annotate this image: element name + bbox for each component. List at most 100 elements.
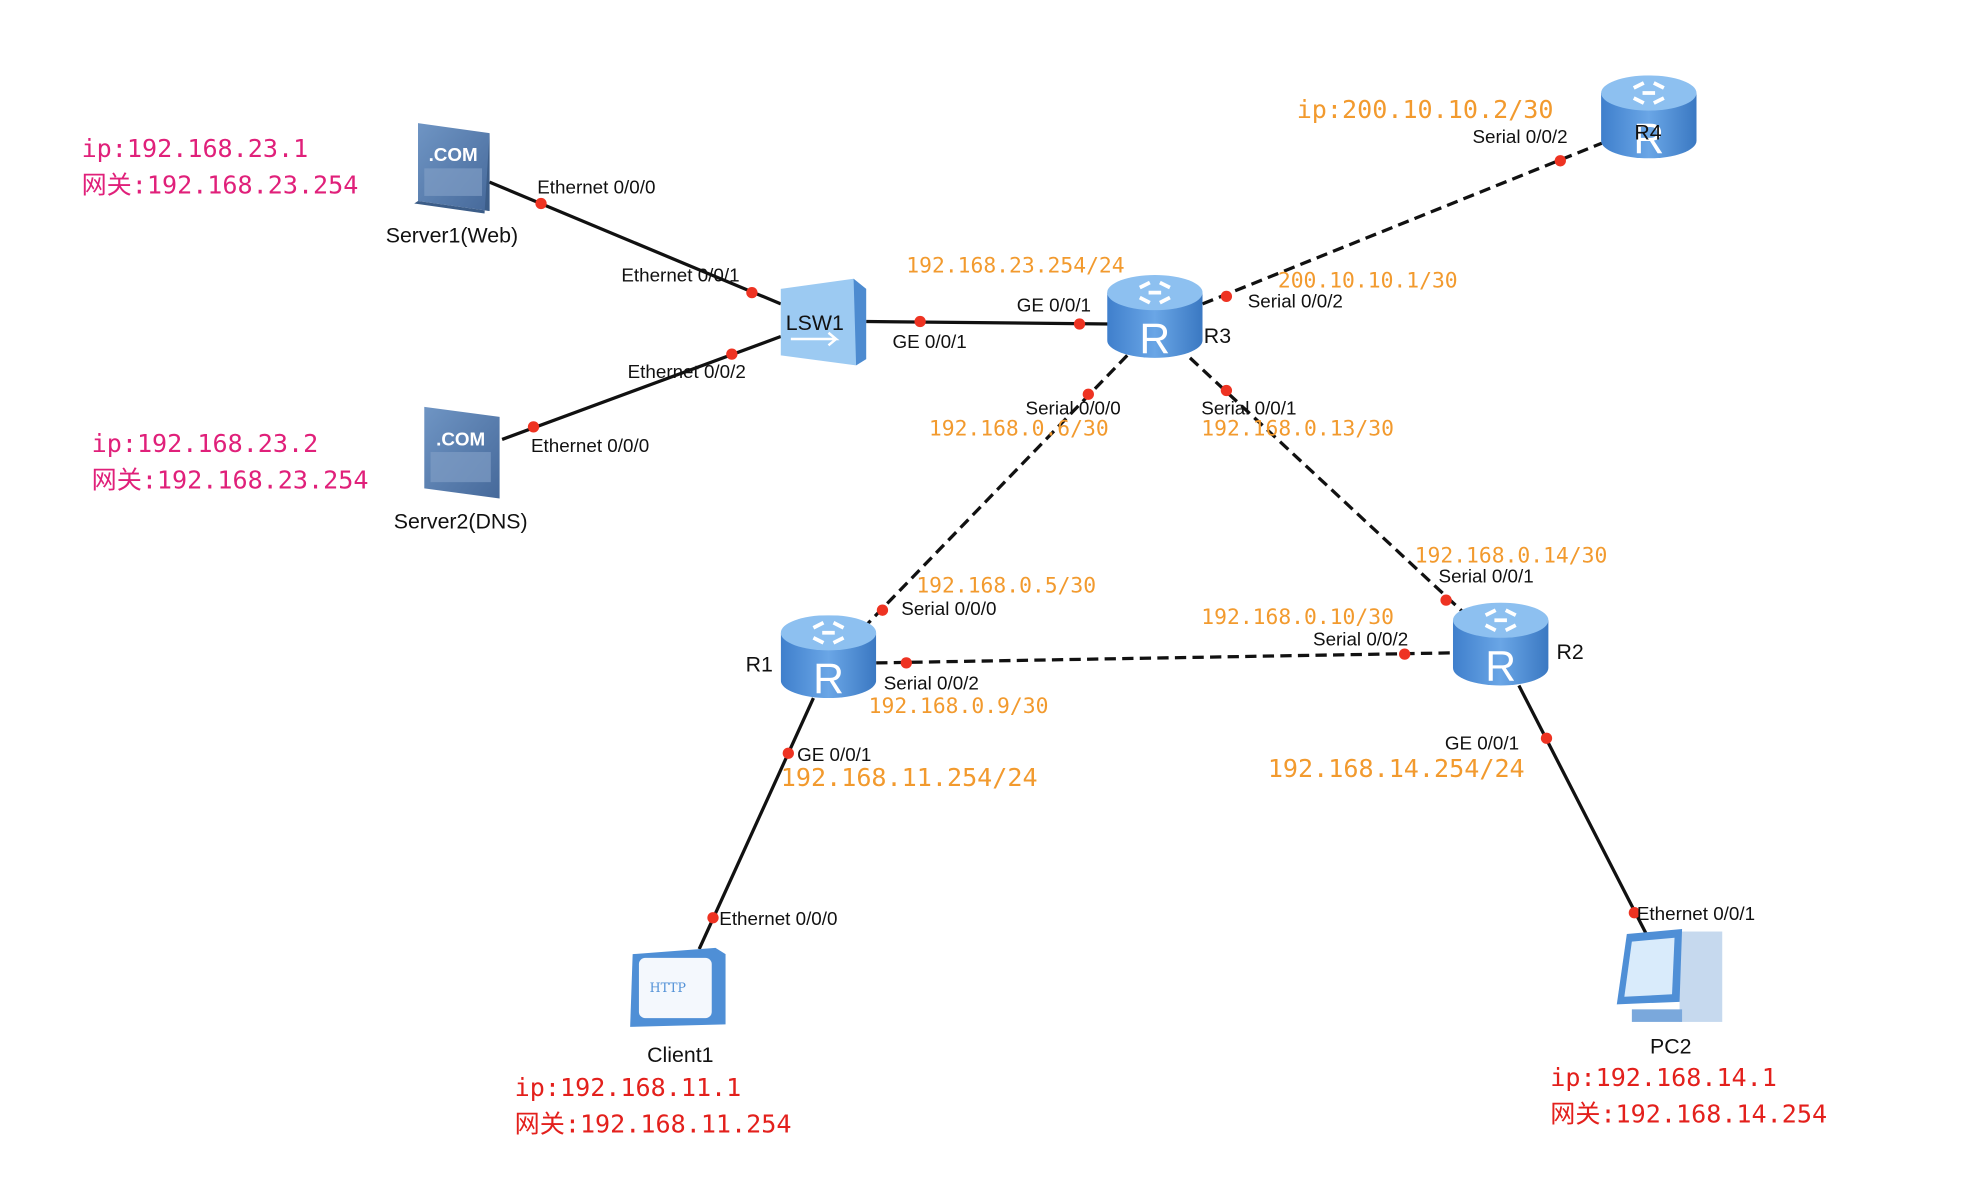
host-ip: ip:192.168.23.1 bbox=[82, 134, 309, 163]
port-label: Serial 0/0/2 bbox=[884, 672, 979, 693]
host-ip: ip:192.168.14.1 bbox=[1550, 1063, 1777, 1092]
server-badge: .COM bbox=[436, 429, 485, 450]
server-com-icon: .COM bbox=[424, 406, 500, 499]
ip-label: 192.168.23.254/24 bbox=[906, 254, 1124, 279]
host-gateway: 网关:192.168.14.254 bbox=[1550, 1099, 1827, 1128]
device-label: R3 bbox=[1204, 324, 1231, 348]
device-r1[interactable]: R1 bbox=[746, 615, 877, 703]
device-r3[interactable]: R3 bbox=[1107, 273, 1231, 363]
link-r1-r2[interactable] bbox=[876, 651, 1454, 665]
ip-label: 192.168.0.10/30 bbox=[1201, 605, 1394, 630]
switch-icon bbox=[780, 278, 867, 366]
port-dot bbox=[746, 286, 758, 299]
http-client-icon: HTTP bbox=[630, 947, 726, 1027]
router-icon bbox=[780, 615, 877, 701]
port-dot bbox=[900, 657, 912, 669]
device-r2[interactable]: R2 bbox=[1452, 602, 1584, 691]
interface-labels: Ethernet 0/0/0 Ethernet 0/0/1 Ethernet 0… bbox=[531, 126, 1755, 929]
port-label: Ethernet 0/0/0 bbox=[531, 435, 649, 456]
device-label: R2 bbox=[1557, 640, 1584, 664]
pc-icon bbox=[1616, 929, 1723, 1022]
link-server1-lsw1[interactable] bbox=[488, 180, 782, 306]
ip-label: 200.10.10.1/30 bbox=[1278, 269, 1458, 294]
ip-label: 192.168.11.254/24 bbox=[781, 763, 1038, 792]
router-icon bbox=[1600, 75, 1698, 161]
host-gateway: 网关:192.168.11.254 bbox=[515, 1109, 792, 1138]
port-dot bbox=[535, 197, 547, 210]
port-label: Serial 0/0/1 bbox=[1439, 566, 1534, 587]
device-r4[interactable]: R4 bbox=[1600, 75, 1698, 163]
ip-label: 192.168.0.14/30 bbox=[1415, 543, 1608, 568]
link-r3-r1[interactable] bbox=[864, 354, 1129, 627]
interface-ip-labels: 192.168.23.254/24 200.10.10.1/30 ip:200.… bbox=[781, 95, 1608, 792]
link-lsw1-r3[interactable] bbox=[866, 319, 1110, 326]
host-annotations: ip:192.168.23.1 网关:192.168.23.254 ip:192… bbox=[82, 134, 1827, 1138]
host-gateway: 网关:192.168.23.254 bbox=[82, 170, 359, 199]
host-ip: ip:192.168.23.2 bbox=[92, 429, 319, 458]
server-badge: .COM bbox=[429, 144, 478, 165]
ip-label: ip:200.10.10.2/30 bbox=[1297, 95, 1554, 124]
link-server2-lsw1[interactable] bbox=[501, 334, 782, 441]
device-server2[interactable]: .COM Server2(DNS) bbox=[394, 406, 528, 534]
port-dot bbox=[707, 912, 719, 924]
port-label: Ethernet 0/0/0 bbox=[537, 176, 655, 197]
device-lsw1[interactable]: LSW1 bbox=[780, 278, 867, 366]
port-dot bbox=[1220, 384, 1233, 397]
port-label: Serial 0/0/0 bbox=[901, 598, 996, 619]
port-dot bbox=[1540, 732, 1553, 744]
port-label: Ethernet 0/0/1 bbox=[621, 264, 739, 285]
port-label: GE 0/0/1 bbox=[1445, 733, 1519, 754]
port-dot bbox=[726, 348, 738, 360]
port-dots bbox=[527, 155, 1641, 924]
link-r3-r4[interactable] bbox=[1201, 141, 1603, 306]
port-label: Serial 0/0/2 bbox=[1248, 291, 1343, 312]
port-label: GE 0/0/1 bbox=[893, 331, 967, 352]
router-icon bbox=[1107, 273, 1203, 362]
link-r2-pc2[interactable] bbox=[1517, 684, 1649, 937]
server-com-icon: .COM bbox=[414, 123, 490, 214]
port-label: Ethernet 0/0/0 bbox=[719, 908, 837, 929]
port-dot bbox=[782, 747, 794, 759]
port-dot bbox=[876, 604, 889, 616]
device-label: PC2 bbox=[1650, 1034, 1692, 1058]
device-pc2[interactable]: PC2 bbox=[1616, 929, 1723, 1058]
ip-label: 192.168.0.13/30 bbox=[1201, 417, 1394, 442]
device-label: Server2(DNS) bbox=[394, 510, 528, 534]
device-label: R1 bbox=[746, 653, 773, 677]
router-icon bbox=[1452, 602, 1550, 689]
device-server1[interactable]: .COM Server1(Web) bbox=[386, 123, 518, 247]
port-dot bbox=[1554, 155, 1566, 167]
port-dot bbox=[1220, 290, 1233, 303]
port-label: GE 0/0/1 bbox=[1017, 294, 1091, 315]
link-r3-r2[interactable] bbox=[1188, 356, 1465, 614]
link-r1-client1[interactable] bbox=[697, 697, 815, 950]
port-dot bbox=[1399, 648, 1411, 660]
device-label: R4 bbox=[1634, 120, 1661, 144]
host-gateway: 网关:192.168.23.254 bbox=[92, 465, 369, 494]
port-dot bbox=[527, 421, 540, 433]
port-label: Serial 0/0/2 bbox=[1313, 628, 1408, 649]
http-badge: HTTP bbox=[650, 980, 686, 995]
port-dot bbox=[1082, 388, 1094, 400]
ip-label: 192.168.0.9/30 bbox=[869, 694, 1049, 719]
ip-label: 192.168.0.5/30 bbox=[916, 574, 1096, 599]
port-dot bbox=[1440, 594, 1452, 606]
device-label: Server1(Web) bbox=[386, 223, 518, 247]
port-label: Ethernet 0/0/2 bbox=[628, 361, 746, 382]
port-label: GE 0/0/1 bbox=[797, 744, 871, 765]
port-label: Ethernet 0/0/1 bbox=[1637, 903, 1755, 924]
port-label: Serial 0/0/1 bbox=[1201, 397, 1296, 418]
ip-label: 192.168.14.254/24 bbox=[1268, 754, 1525, 783]
port-dot bbox=[1073, 318, 1086, 330]
device-label: LSW1 bbox=[786, 311, 844, 335]
ip-label: 192.168.0.6/30 bbox=[929, 417, 1109, 442]
device-label: Client1 bbox=[647, 1043, 713, 1067]
port-label: Serial 0/0/0 bbox=[1026, 397, 1121, 418]
port-label: Serial 0/0/2 bbox=[1472, 126, 1567, 147]
port-dot bbox=[914, 315, 926, 328]
host-ip: ip:192.168.11.1 bbox=[515, 1073, 742, 1102]
device-client1[interactable]: HTTP Client1 bbox=[630, 947, 726, 1067]
port-dot bbox=[1628, 907, 1641, 919]
